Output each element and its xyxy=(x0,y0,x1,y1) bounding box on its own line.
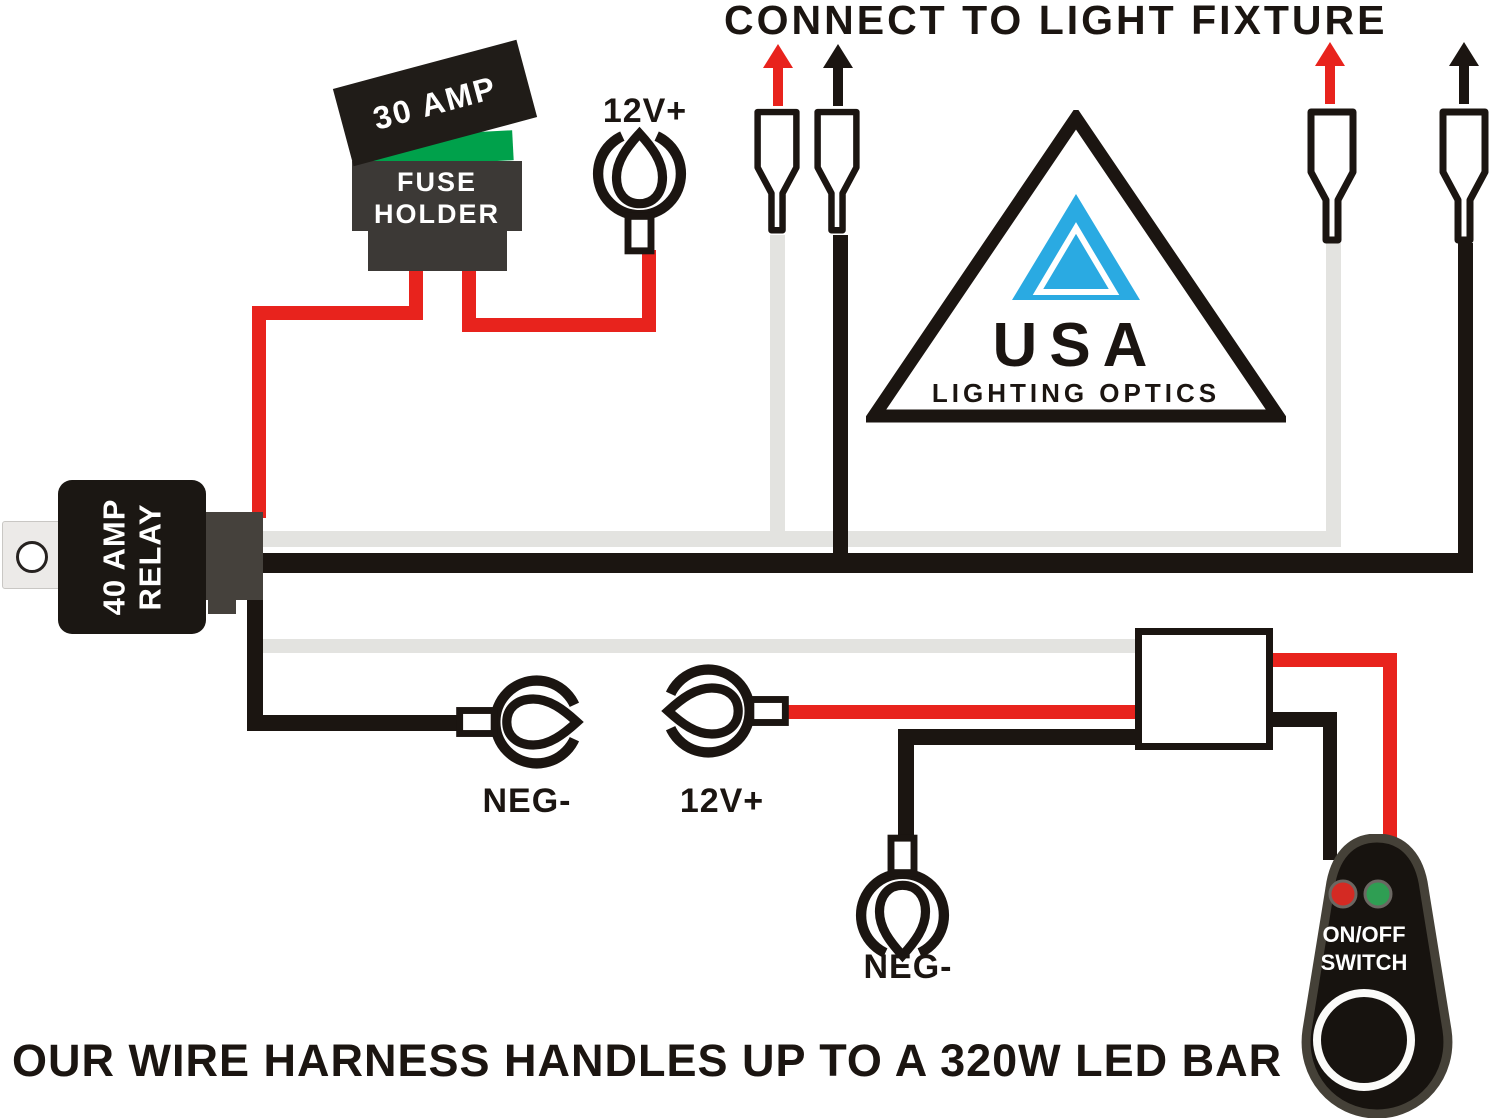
red-up-arrow-icon xyxy=(763,44,793,106)
fuse-holder-label-line2: HOLDER xyxy=(374,199,500,229)
ring-terminal-battery-icon xyxy=(582,108,697,258)
wire-red-fuse-to-relay-h xyxy=(252,306,423,320)
ring-terminal-power-icon xyxy=(643,654,793,769)
wire-black-fixture1 xyxy=(833,235,848,573)
wire-black-junction-to-switch-v xyxy=(1323,712,1337,860)
switch-label-line2: SWITCH xyxy=(1321,950,1408,975)
red-up-arrow-icon xyxy=(1315,42,1345,104)
fuse-rating-label: 30 AMP xyxy=(369,68,501,137)
spade-connector-icon xyxy=(1438,108,1490,248)
relay-label-line2: RELAY xyxy=(132,503,167,611)
relay-connector-tab xyxy=(208,596,236,614)
wire-black-junction-ground-h xyxy=(898,729,1135,745)
battery-positive-label: 12V+ xyxy=(602,92,688,130)
fuse-holder-base xyxy=(368,231,507,271)
on-off-switch: ON/OFF SWITCH xyxy=(1301,834,1453,1118)
spade-connector-icon xyxy=(1306,108,1358,248)
fuse-holder-body xyxy=(352,161,522,231)
ring-terminal-ground-icon xyxy=(453,665,603,780)
wire-black-fixture2 xyxy=(1458,243,1473,573)
power-mid-label: 12V+ xyxy=(679,782,765,820)
relay-label-line1: 40 AMP xyxy=(96,498,131,616)
wire-gray-trigger xyxy=(258,639,1135,653)
black-up-arrow-icon xyxy=(1449,42,1479,104)
wire-red-fuse-to-battery-h xyxy=(462,318,656,332)
wire-red-junction-to-switch-h xyxy=(1273,653,1397,667)
bottom-caption: OUR WIRE HARNESS HANDLES UP TO A 320W LE… xyxy=(12,1035,1283,1086)
wire-red-fuse-right-pin xyxy=(462,266,476,332)
usa-lighting-optics-logo: USA LIGHTING OPTICS xyxy=(866,110,1286,423)
ground-mid-label: NEG- xyxy=(482,782,572,820)
wire-gray-main xyxy=(258,531,1341,547)
diagram-title: CONNECT TO LIGHT FIXTURE xyxy=(724,0,1388,43)
switch-button-ring xyxy=(1313,989,1415,1091)
logo-inner-triangle xyxy=(1032,222,1120,295)
spade-connector-icon xyxy=(813,106,861,240)
ground-bottom-label: NEG- xyxy=(863,948,953,986)
fuse-holder-label: FUSE HOLDER xyxy=(352,166,522,230)
wire-black-relay-ground-h xyxy=(247,715,462,731)
wire-black-junction-ground-v xyxy=(898,729,914,847)
logo-blue-triangle xyxy=(1012,194,1140,300)
logo-name: USA xyxy=(993,311,1160,380)
wire-red-battery-drop xyxy=(642,250,656,332)
wire-red-junction-to-switch-v xyxy=(1383,653,1397,870)
wire-red-fuse-to-relay-v xyxy=(252,306,266,518)
switch-red-led xyxy=(1328,879,1358,909)
logo-subtitle: LIGHTING OPTICS xyxy=(932,378,1220,408)
switch-label-line1: ON/OFF xyxy=(1322,922,1405,947)
wire-red-12v-to-junction xyxy=(773,705,1135,719)
switch-green-led xyxy=(1363,879,1393,909)
relay-tab-hole xyxy=(16,541,48,573)
wire-black-junction-to-switch-h xyxy=(1273,712,1337,727)
wire-black-main xyxy=(258,553,1473,573)
wire-junction-box xyxy=(1135,628,1273,750)
relay-label: 40 AMP RELAY xyxy=(96,499,168,616)
relay-40amp: 40 AMP RELAY xyxy=(58,480,206,634)
fuse-holder-label-line1: FUSE xyxy=(396,167,477,197)
wire-gray-fixture2 xyxy=(1326,243,1341,535)
relay-connector-block xyxy=(205,512,263,600)
spade-connector-icon xyxy=(753,106,801,240)
black-up-arrow-icon xyxy=(823,44,853,106)
wire-gray-fixture1 xyxy=(770,235,785,535)
wire-black-relay-ground-v xyxy=(247,595,263,731)
